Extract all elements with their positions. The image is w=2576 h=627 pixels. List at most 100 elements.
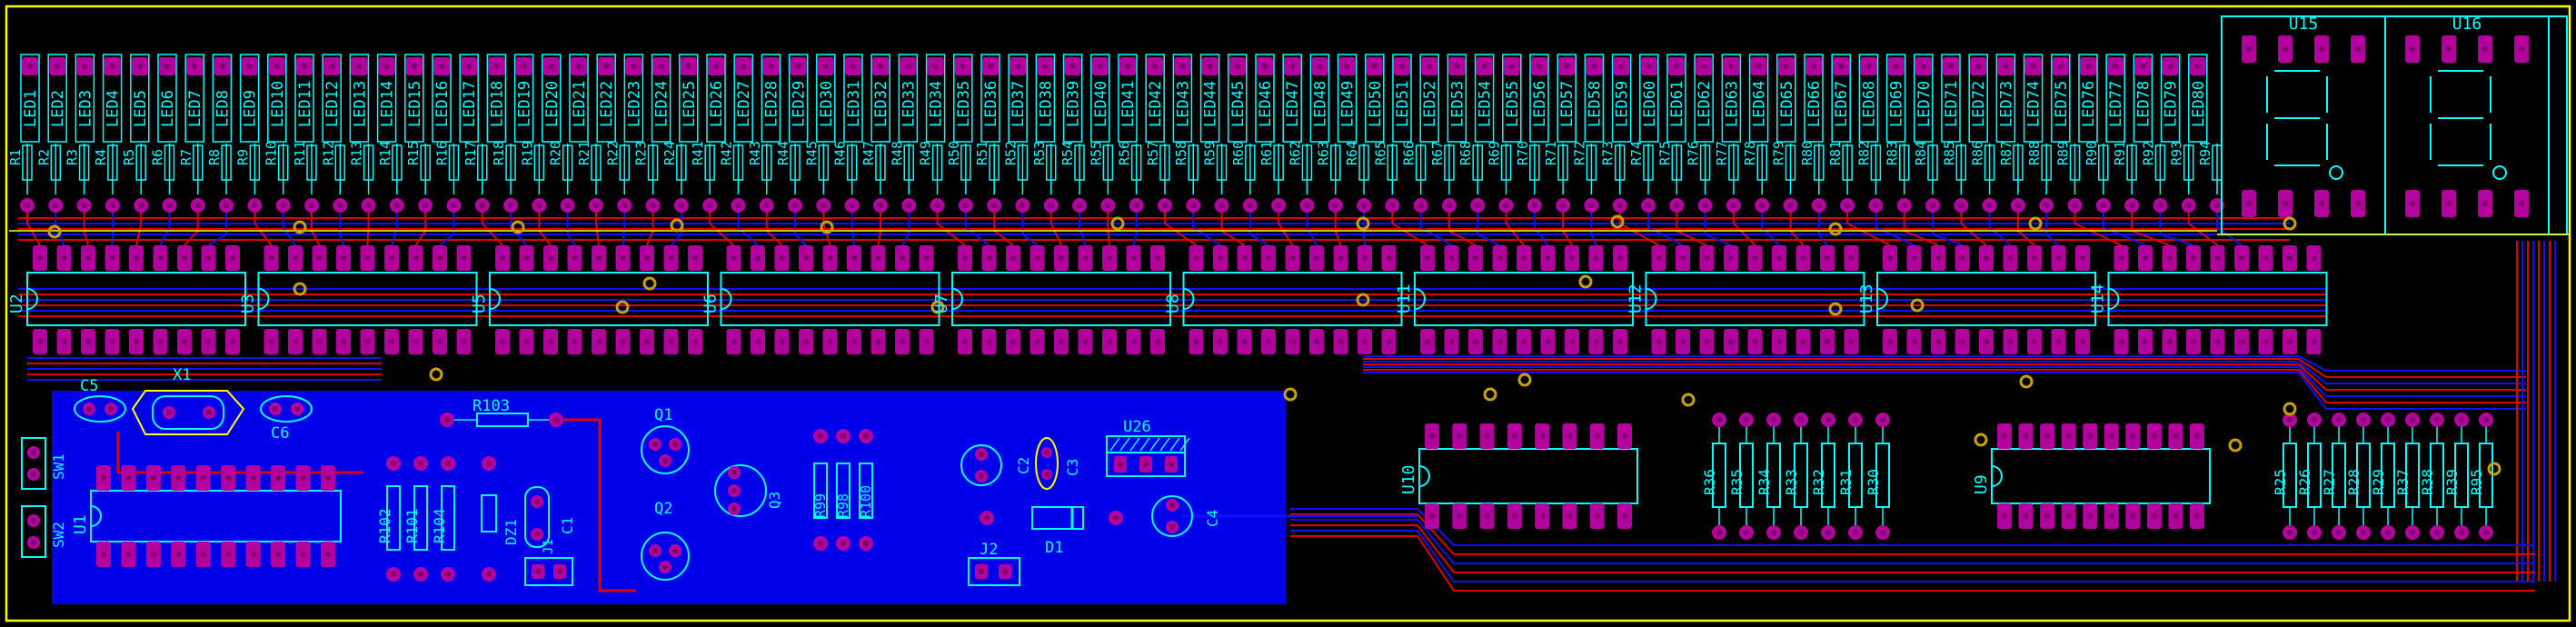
led-outline	[47, 54, 67, 143]
led-label: LED44	[1202, 81, 1220, 127]
pad-hole	[988, 64, 993, 69]
pad-hole	[1560, 203, 1566, 208]
led-label: LED53	[1448, 81, 1467, 127]
led-label: LED75	[2053, 81, 2071, 127]
pad-hole	[1798, 530, 1804, 535]
pad-hole	[713, 64, 719, 69]
pad-hole	[1503, 203, 1509, 208]
trace	[1248, 205, 1269, 246]
pad-hole	[1399, 64, 1405, 69]
pad-hole	[818, 433, 823, 439]
pad-hole	[1566, 513, 1573, 519]
led-label: LED6	[159, 90, 177, 127]
led-outline	[432, 54, 452, 143]
led-label: LED8	[214, 90, 232, 127]
led-label: LED76	[2080, 81, 2098, 127]
ic-notch	[2108, 288, 2120, 310]
pad-hole	[329, 64, 335, 69]
pad-hole	[991, 203, 998, 208]
ic-label: U13	[1857, 284, 1876, 314]
switch-label: SW1	[50, 453, 67, 480]
pad-hole	[157, 339, 164, 344]
pad-hole	[741, 64, 747, 69]
pad-hole	[2312, 530, 2317, 535]
resistor-label: R80	[1799, 141, 1815, 165]
resistor-label: R62	[1287, 141, 1303, 165]
resistor-body	[619, 144, 631, 181]
trace	[563, 418, 636, 592]
ic-body	[1182, 272, 1403, 326]
led-outline	[733, 54, 753, 143]
pad-hole	[37, 255, 43, 261]
resistor-label: R31	[1837, 469, 1855, 495]
pad-hole	[2108, 513, 2114, 519]
pad-hole	[672, 442, 678, 447]
led-outline	[2188, 54, 2208, 143]
pad-hole	[979, 569, 984, 574]
pad-hole	[1531, 203, 1537, 208]
resistor-body	[441, 485, 455, 551]
pad-hole	[1425, 339, 1430, 344]
trace	[1363, 369, 2526, 403]
diode-label: D1	[1045, 539, 1063, 557]
cap-outline	[1151, 495, 1193, 537]
led-label: LED30	[818, 81, 836, 127]
pad-hole	[2482, 201, 2488, 206]
display-dp	[2492, 165, 2507, 180]
resistor-label: R92	[2140, 141, 2156, 165]
switch-outline	[21, 437, 46, 490]
led-outline	[1914, 54, 1934, 143]
pad-hole	[652, 442, 658, 447]
resistor-body	[846, 144, 858, 181]
trace	[1419, 205, 1453, 246]
pad-hole	[1059, 339, 1064, 344]
resistor-label: R89	[2055, 141, 2072, 165]
led-label: LED61	[1668, 81, 1686, 127]
pad-hole	[1425, 255, 1430, 261]
pad-hole	[445, 572, 451, 577]
resistor-label: R94	[2197, 141, 2213, 165]
pad-hole	[2336, 417, 2342, 423]
pad-hole	[731, 339, 737, 344]
pad-hole	[1716, 417, 1722, 423]
ic-notch	[721, 288, 732, 310]
pad-hole	[2385, 417, 2391, 423]
via	[1910, 298, 1925, 313]
led-outline	[20, 54, 40, 143]
led-label: LED64	[1751, 81, 1769, 127]
pad-hole	[536, 203, 542, 208]
pad-hole	[1752, 339, 1758, 344]
pad-hole	[1152, 64, 1159, 69]
pad-hole	[1935, 255, 1941, 261]
resistor-label: R34	[1755, 469, 1773, 495]
led-label: LED47	[1284, 81, 1302, 127]
resistor-label: R5	[121, 149, 137, 165]
pad-hole	[1448, 339, 1455, 344]
resistor-label: R24	[661, 141, 678, 165]
via	[1283, 387, 1298, 402]
pad-hole	[82, 64, 88, 69]
cap-label: C1	[559, 517, 576, 534]
pad-hole	[668, 255, 674, 261]
resistor-body	[1728, 144, 1739, 181]
pad-hole	[1959, 255, 1965, 261]
pad-hole	[1975, 64, 1982, 69]
led-outline	[267, 54, 287, 143]
resistor-body	[676, 144, 687, 181]
via	[930, 300, 945, 314]
resistor-label: R104	[431, 508, 448, 543]
pad-hole	[906, 203, 912, 208]
ic-notch	[1876, 288, 1888, 310]
resistor-label: R83	[1885, 141, 1901, 165]
via	[1517, 373, 1532, 387]
pad-hole	[316, 339, 323, 344]
led-outline	[1804, 54, 1824, 143]
pad-hole	[1107, 255, 1112, 261]
resistor-label: R41	[690, 141, 706, 165]
pad-hole	[962, 255, 968, 261]
pad-hole	[1880, 417, 1885, 423]
pad-hole	[1457, 513, 1463, 519]
pad-hole	[383, 64, 390, 69]
led-outline	[1721, 54, 1742, 143]
pad-hole	[692, 255, 698, 261]
